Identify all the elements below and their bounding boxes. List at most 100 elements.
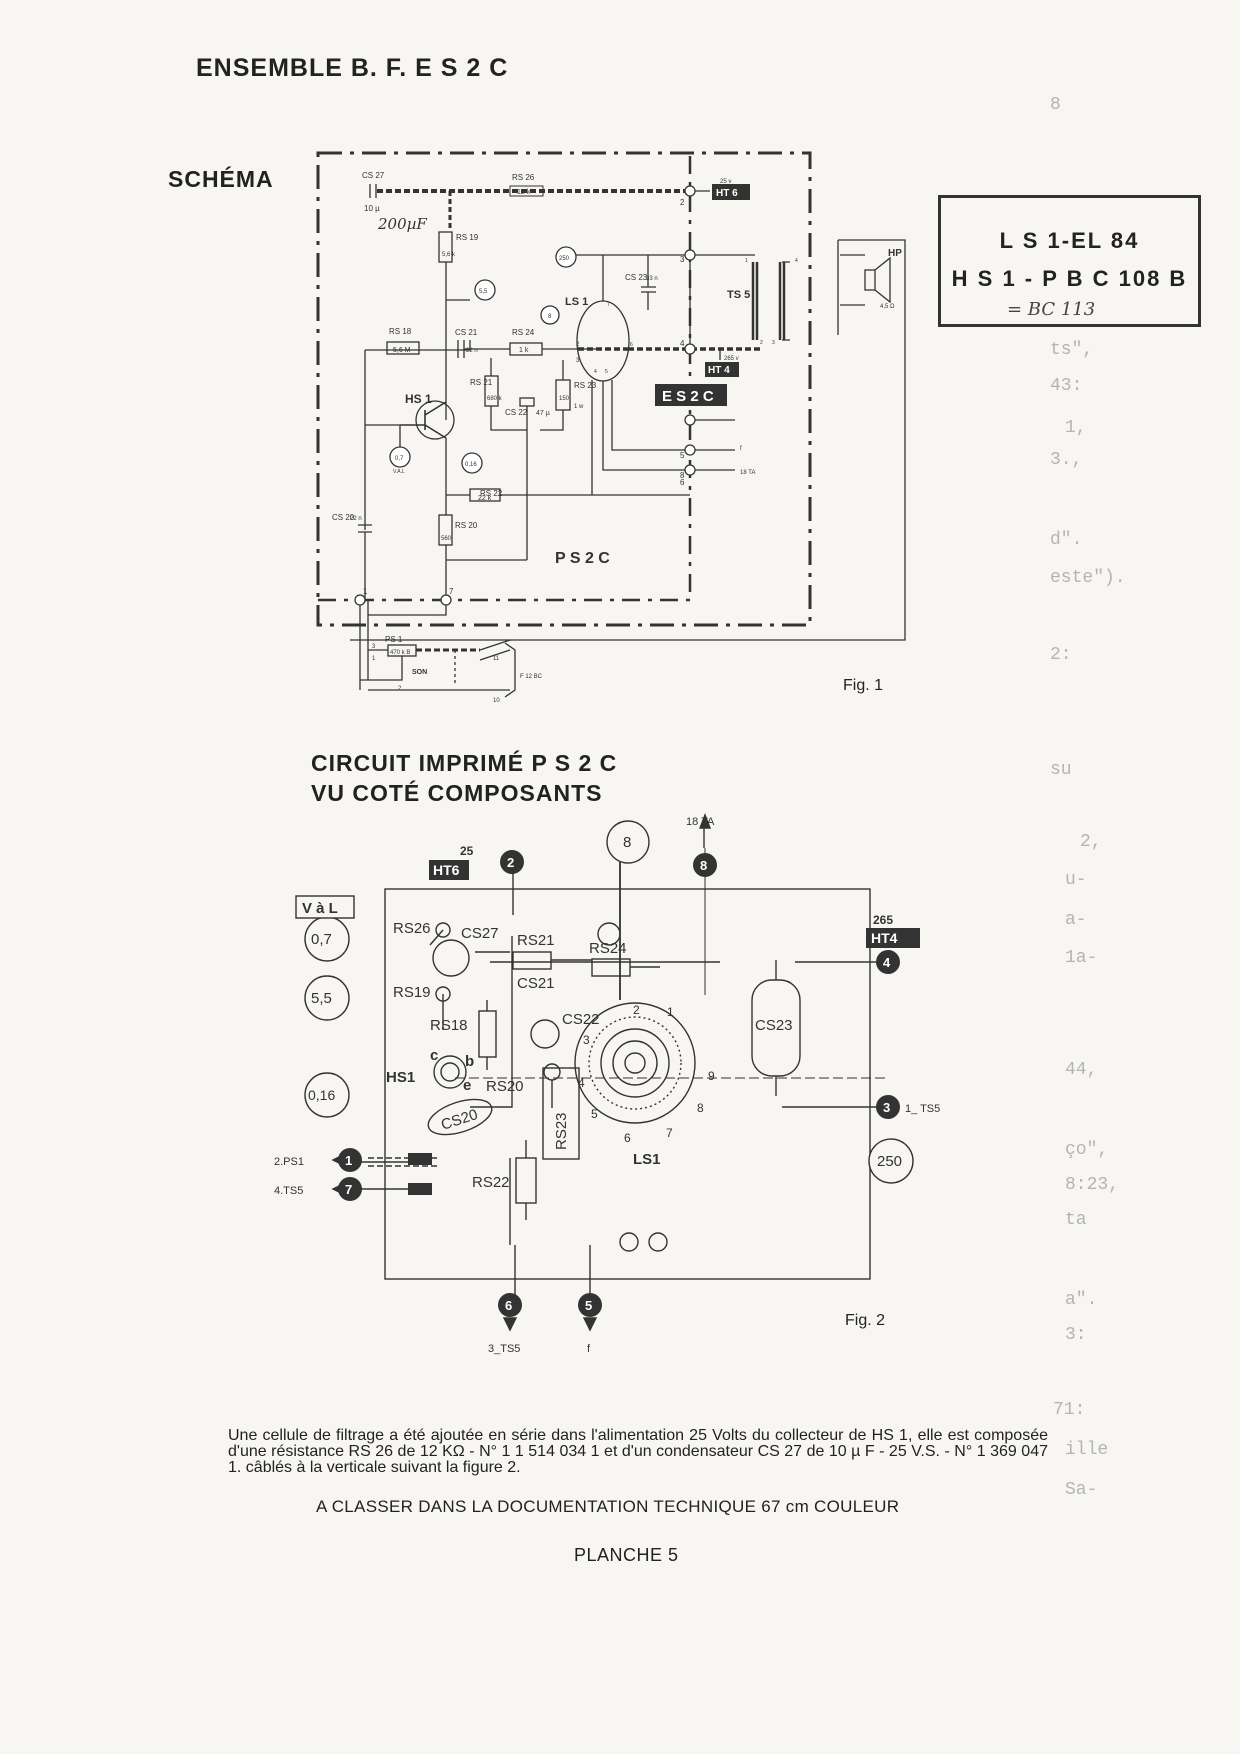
margin-note: a- <box>1065 910 1087 930</box>
tp-val: V.À.L <box>393 468 405 475</box>
pcb-label-rs22: RS22 <box>472 1174 510 1191</box>
out-18ta: 18 TA <box>740 470 755 476</box>
margin-note: 1a- <box>1065 948 1098 968</box>
socket-pin-2: 2 <box>633 1003 640 1017</box>
socket-pin-8: 8 <box>697 1101 704 1115</box>
pcb-label-cs23: CS23 <box>755 1017 793 1034</box>
margin-note: 8 <box>1050 95 1061 115</box>
badge-es2c: E S 2 C <box>662 388 714 405</box>
label-cs27: CS 27 <box>362 171 385 180</box>
src-2-ps1: 2.PS1 <box>274 1156 304 1168</box>
pcb-label-rs20: RS20 <box>486 1078 524 1095</box>
schema-label: SCHÉMA <box>168 166 274 192</box>
pcb-ht6-voltage: 25 <box>460 844 474 858</box>
label-ps1-val: 470 k B <box>390 650 410 656</box>
socket-pin-9: 9 <box>708 1069 715 1083</box>
margin-note: ço", <box>1065 1140 1109 1160</box>
socket-pin-3: 3 <box>583 1033 590 1047</box>
tp-250-pcb: 250 <box>877 1153 902 1170</box>
label-rs22-val: 22 k <box>478 495 492 502</box>
tube-pin-4: 4 <box>594 369 597 375</box>
label-rs18: RS 18 <box>389 327 412 336</box>
margin-note: 2: <box>1050 645 1072 665</box>
margin-note: u- <box>1065 870 1087 890</box>
tp-8: 8 <box>548 314 552 320</box>
margin-note: 43: <box>1050 376 1083 396</box>
dest-3-ts5: 3_TS5 <box>488 1343 520 1355</box>
pcb-title-line1: CIRCUIT IMPRIMÉ P S 2 C <box>311 750 618 776</box>
note-paragraph: Une cellule de filtrage a été ajoutée en… <box>228 1427 1048 1476</box>
label-f12bc: F 12 BC <box>520 674 543 680</box>
label-cs21-val: 22 n <box>466 348 478 354</box>
ps1-pin-2: 2 <box>398 686 402 692</box>
fig2-caption: Fig. 2 <box>845 1312 886 1329</box>
out-f: f <box>740 446 742 452</box>
label-rs21: RS 21 <box>470 378 493 387</box>
pcb-label-rs19: RS19 <box>393 984 431 1001</box>
label-cs23: CS 23 <box>625 273 648 282</box>
pcb-ht4-voltage: 265 <box>873 913 893 927</box>
conn-7: 7 <box>345 1182 352 1197</box>
margin-note: 71: <box>1053 1400 1086 1420</box>
pcb-label-rs26: RS26 <box>393 920 431 937</box>
label-rs24-val: 1 k <box>519 347 529 354</box>
tube-line-ls1: L S 1-EL 84 <box>999 228 1140 253</box>
label-ls1: LS 1 <box>565 296 588 308</box>
tube-line-hs1: H S 1 - P B C 108 B <box>951 266 1188 291</box>
label-cs20: CS 20 <box>332 513 355 522</box>
label-ps2c: P S 2 C <box>555 550 610 567</box>
pcb-label-cs21: CS21 <box>517 975 555 992</box>
label-rs23: RS 23 <box>574 381 597 390</box>
tube-pin-2: 2 <box>576 342 580 348</box>
pcb-label-rs24: RS24 <box>589 940 627 957</box>
margin-note: este"). <box>1050 568 1126 588</box>
pin-c: c <box>430 1047 438 1064</box>
node-4: 4 <box>680 339 685 348</box>
conn-2: 2 <box>507 855 514 870</box>
label-son: SON <box>412 669 427 676</box>
fig1-caption: Fig. 1 <box>843 677 884 694</box>
ts5-pin-3: 3 <box>772 340 775 346</box>
conn-8: 8 <box>700 858 707 873</box>
tp-0-16: 0,16 <box>465 462 477 468</box>
badge-ht6: HT 6 <box>716 188 738 199</box>
margin-note: 8:23, <box>1065 1175 1120 1195</box>
label-rs19-val: 5,6 k <box>442 252 456 258</box>
margin-note: 3: <box>1065 1325 1087 1345</box>
margin-note: su <box>1050 760 1072 780</box>
margin-note: d". <box>1050 530 1083 550</box>
tp-0-7: 0,7 <box>395 456 404 462</box>
ts5-pin-1: 1 <box>745 258 748 264</box>
tp-250: 250 <box>559 256 570 262</box>
label-rs22: RS 22 <box>480 489 503 498</box>
label-cs21: CS 21 <box>455 328 478 337</box>
conn-5: 5 <box>585 1298 592 1313</box>
pcb-label-cs20: CS20 <box>439 1106 480 1134</box>
badge-ht6-v: 25 v <box>720 179 731 185</box>
dest-f: f <box>587 1343 591 1355</box>
label-rs18-val: 5,6 M <box>393 347 411 354</box>
handwritten-correction: = BC 113 <box>1007 299 1096 320</box>
tube-info-box: L S 1-EL 84 H S 1 - P B C 108 B = BC 113 <box>938 195 1201 327</box>
margin-note: 3., <box>1050 450 1083 470</box>
node-7: 7 <box>449 587 454 596</box>
margin-note: a". <box>1065 1290 1098 1310</box>
label-cs27-val: 10 µ <box>364 204 380 213</box>
pcb-label-rs18: RS18 <box>430 1017 468 1034</box>
tube-pin-6: 6 <box>630 342 633 348</box>
socket-pin-5: 5 <box>591 1107 598 1121</box>
pcb-label-rs21: RS21 <box>517 932 555 949</box>
tp-0-7-pcb: 0,7 <box>311 931 332 948</box>
conn-3: 3 <box>883 1100 890 1115</box>
node-6: 6 <box>680 478 685 487</box>
ps1-pin-1: 1 <box>372 656 376 662</box>
label-rs20: RS 20 <box>455 521 478 530</box>
tp-label-val: V à L <box>302 900 338 917</box>
badge-ht4: HT 4 <box>708 365 730 376</box>
ps1-pin-3: 3 <box>372 644 376 650</box>
pcb-label-cs22: CS22 <box>562 1011 600 1028</box>
label-cs20-val: 22 n <box>350 516 362 522</box>
label-hp: HP <box>888 248 902 259</box>
pin-b: b <box>465 1053 474 1070</box>
handwritten-200uf: 200µF <box>377 215 427 233</box>
